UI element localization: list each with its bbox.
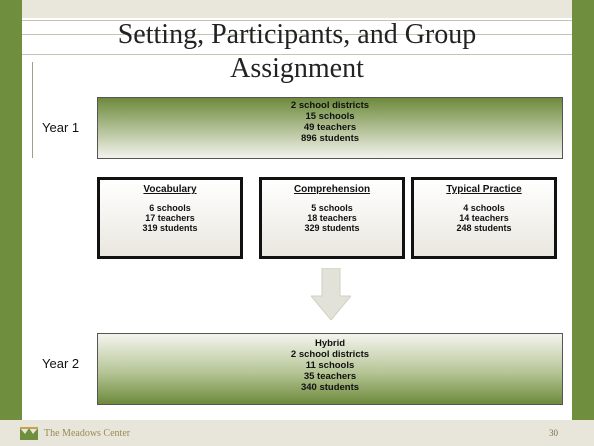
year1-line: 15 schools [305, 111, 355, 122]
year1-summary-box: 2 school districts 15 schools 49 teacher… [97, 97, 563, 159]
year2-line: 35 teachers [303, 371, 357, 382]
slide-title-line2: Assignment [230, 53, 364, 84]
left-accent-bar [0, 0, 22, 446]
group-title: Vocabulary [143, 184, 197, 195]
group-box-typical-practice: Typical Practice 4 schools 14 teachers 2… [411, 177, 557, 259]
meadows-logo-icon [20, 427, 38, 440]
group-line: 5 schools [311, 203, 353, 213]
group-line: 17 teachers [145, 213, 195, 223]
footer-bar [0, 420, 594, 446]
footer-org-name: The Meadows Center [44, 428, 131, 439]
group-title: Typical Practice [446, 184, 522, 195]
down-arrow-icon [311, 268, 351, 320]
footer-logo: The Meadows Center [20, 427, 130, 440]
year1-line: 2 school districts [290, 100, 370, 111]
decorative-rule [22, 34, 572, 35]
year2-line: 11 schools [305, 360, 355, 371]
right-accent-bar [572, 0, 594, 446]
year2-line: Hybrid [314, 338, 346, 349]
slide-title-line1: Setting, Participants, and Group [117, 19, 477, 50]
year2-line: 2 school districts [290, 349, 370, 360]
year2-line: 340 students [300, 382, 360, 393]
year2-summary-box: Hybrid 2 school districts 11 schools 35 … [97, 333, 563, 405]
year1-label: Year 1 [42, 120, 80, 135]
group-line: 14 teachers [459, 213, 509, 223]
decorative-rule [22, 54, 572, 55]
group-line: 248 students [456, 223, 512, 233]
group-box-comprehension: Comprehension 5 schools 18 teachers 329 … [259, 177, 405, 259]
group-line: 6 schools [149, 203, 191, 213]
year2-label: Year 2 [42, 356, 80, 371]
group-title: Comprehension [293, 184, 371, 195]
group-line: 329 students [304, 223, 360, 233]
year1-line: 896 students [300, 133, 360, 144]
top-decorative-strip [22, 0, 572, 18]
slide-title: Setting, Participants, and Group Assignm… [40, 18, 554, 86]
group-box-vocabulary: Vocabulary 6 schools 17 teachers 319 stu… [97, 177, 243, 259]
group-line: 319 students [142, 223, 198, 233]
group-line: 4 schools [463, 203, 505, 213]
year1-line: 49 teachers [303, 122, 357, 133]
decorative-rule [22, 20, 572, 21]
group-line: 18 teachers [307, 213, 357, 223]
page-number: 30 [549, 428, 558, 438]
decorative-vertical-rule [32, 62, 33, 158]
